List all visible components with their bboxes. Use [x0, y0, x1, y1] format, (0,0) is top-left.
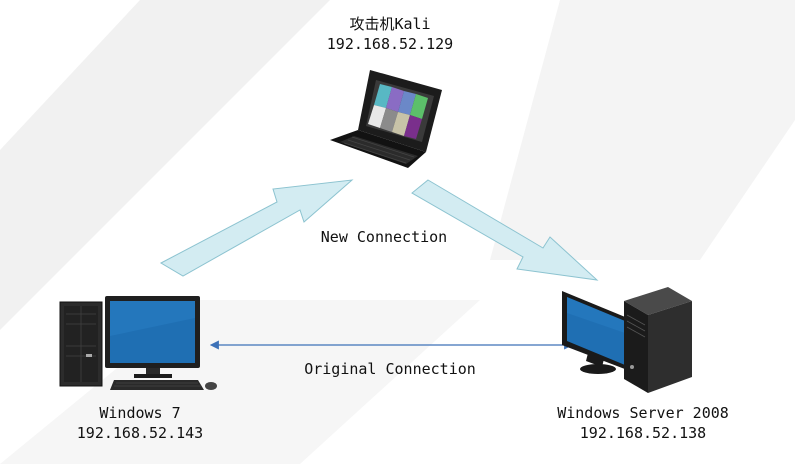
- original-connection-label: Original Connection: [304, 360, 476, 378]
- new-connection-arrow-down: [411, 179, 599, 281]
- attacker-node-label: 攻击机Kali 192.168.52.129: [300, 14, 480, 54]
- desktop-pc-icon: [59, 296, 217, 390]
- server-ip: 192.168.52.138: [579, 424, 707, 442]
- server-tower-icon: [562, 287, 692, 393]
- server-name: Windows Server 2008: [557, 404, 729, 422]
- win7-node-label: Windows 7 192.168.52.143: [50, 403, 230, 443]
- background-stripe: [490, 0, 795, 260]
- new-connection-label: New Connection: [320, 228, 448, 246]
- server-node-label: Windows Server 2008 192.168.52.138: [538, 403, 748, 443]
- win7-ip: 192.168.52.143: [76, 424, 204, 442]
- win7-name: Windows 7: [99, 404, 181, 422]
- background-stripe: [0, 0, 330, 330]
- attacker-ip: 192.168.52.129: [326, 35, 454, 53]
- attacker-name: 攻击机Kali: [349, 15, 431, 33]
- new-connection-arrow-up: [159, 179, 354, 277]
- laptop-icon: [330, 70, 442, 168]
